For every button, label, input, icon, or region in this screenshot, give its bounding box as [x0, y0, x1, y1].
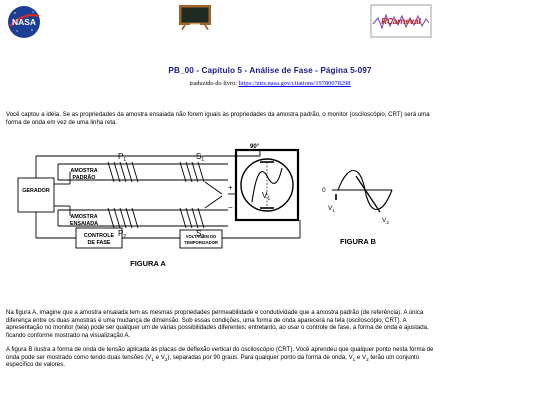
timer-voltage-box — [179, 229, 223, 249]
rcarneval-logo: RCarneval — [370, 4, 432, 38]
standard-sample-label-1: AMOSTRA — [70, 168, 97, 174]
s2-label: S — [196, 229, 201, 238]
standard-sample-label-2: PADRÃO — [73, 174, 96, 181]
rcarneval-logo-text: RCarneval — [381, 17, 421, 26]
p1-label: P — [118, 152, 123, 161]
s1-label: S — [196, 152, 201, 161]
source-link[interactable]: https://ntrs.nasa.gov/citations/19780078… — [238, 80, 351, 87]
blackboard-icon — [179, 5, 211, 30]
svg-text:V2: V2 — [382, 217, 389, 225]
generator-label: GERADOR — [22, 188, 50, 194]
figure-a-caption: FIGURA A — [130, 259, 166, 268]
figure-b-zero: 0 — [322, 187, 326, 194]
svg-text:S2: S2 — [196, 229, 204, 240]
source-credit: traduzido do livro: https://ntrs.nasa.go… — [0, 80, 540, 87]
intro-paragraph: Você captou a idéia. Se as propriedades … — [6, 111, 430, 126]
credit-prefix: traduzido do livro: — [189, 80, 238, 87]
svg-text:S1: S1 — [196, 152, 204, 163]
paragraph-3: A figura B ilustra a forma de onda de te… — [6, 346, 434, 369]
figure-diagram: GERADOR AMOSTRA PADRÃO AMOSTRA ENSAIADA … — [17, 144, 393, 268]
crt-monitor — [234, 148, 300, 222]
figure-b-v1: V — [328, 205, 333, 212]
nasa-logo-text: NASA — [12, 17, 36, 27]
generator-box — [17, 177, 55, 213]
angle-label: 90° — [250, 144, 260, 150]
test-sample-label-2: ENSAIADA — [70, 221, 98, 227]
phase-control-label-2: DE FASE — [87, 240, 110, 246]
svg-text:V1: V1 — [262, 191, 270, 202]
plus-sign: + — [228, 183, 233, 192]
paragraph-2: Na figura A, imagine que a amostra ensai… — [6, 309, 429, 339]
timer-voltage-label-2: TEMPORIZADOR — [184, 240, 218, 245]
nasa-logo: NASA — [8, 6, 40, 38]
figure-b-v2: V — [382, 217, 387, 224]
figure-b-caption: FIGURA B — [340, 237, 377, 246]
p2-label: P — [118, 229, 123, 238]
test-sample-label-1: AMOSTRA — [70, 214, 97, 220]
phase-control-label-1: CONTROLE — [84, 233, 115, 239]
svg-text:V1: V1 — [328, 205, 335, 213]
timer-voltage-label-1: VOLTAGEM DO — [186, 234, 217, 239]
page-title: PB_00 - Capítulo 5 - Análise de Fase - P… — [168, 66, 372, 75]
svg-text:P1: P1 — [118, 152, 126, 163]
crt-v1-label: V — [262, 191, 268, 200]
svg-text:P2: P2 — [118, 229, 126, 240]
minus-sign: − — [228, 203, 233, 212]
